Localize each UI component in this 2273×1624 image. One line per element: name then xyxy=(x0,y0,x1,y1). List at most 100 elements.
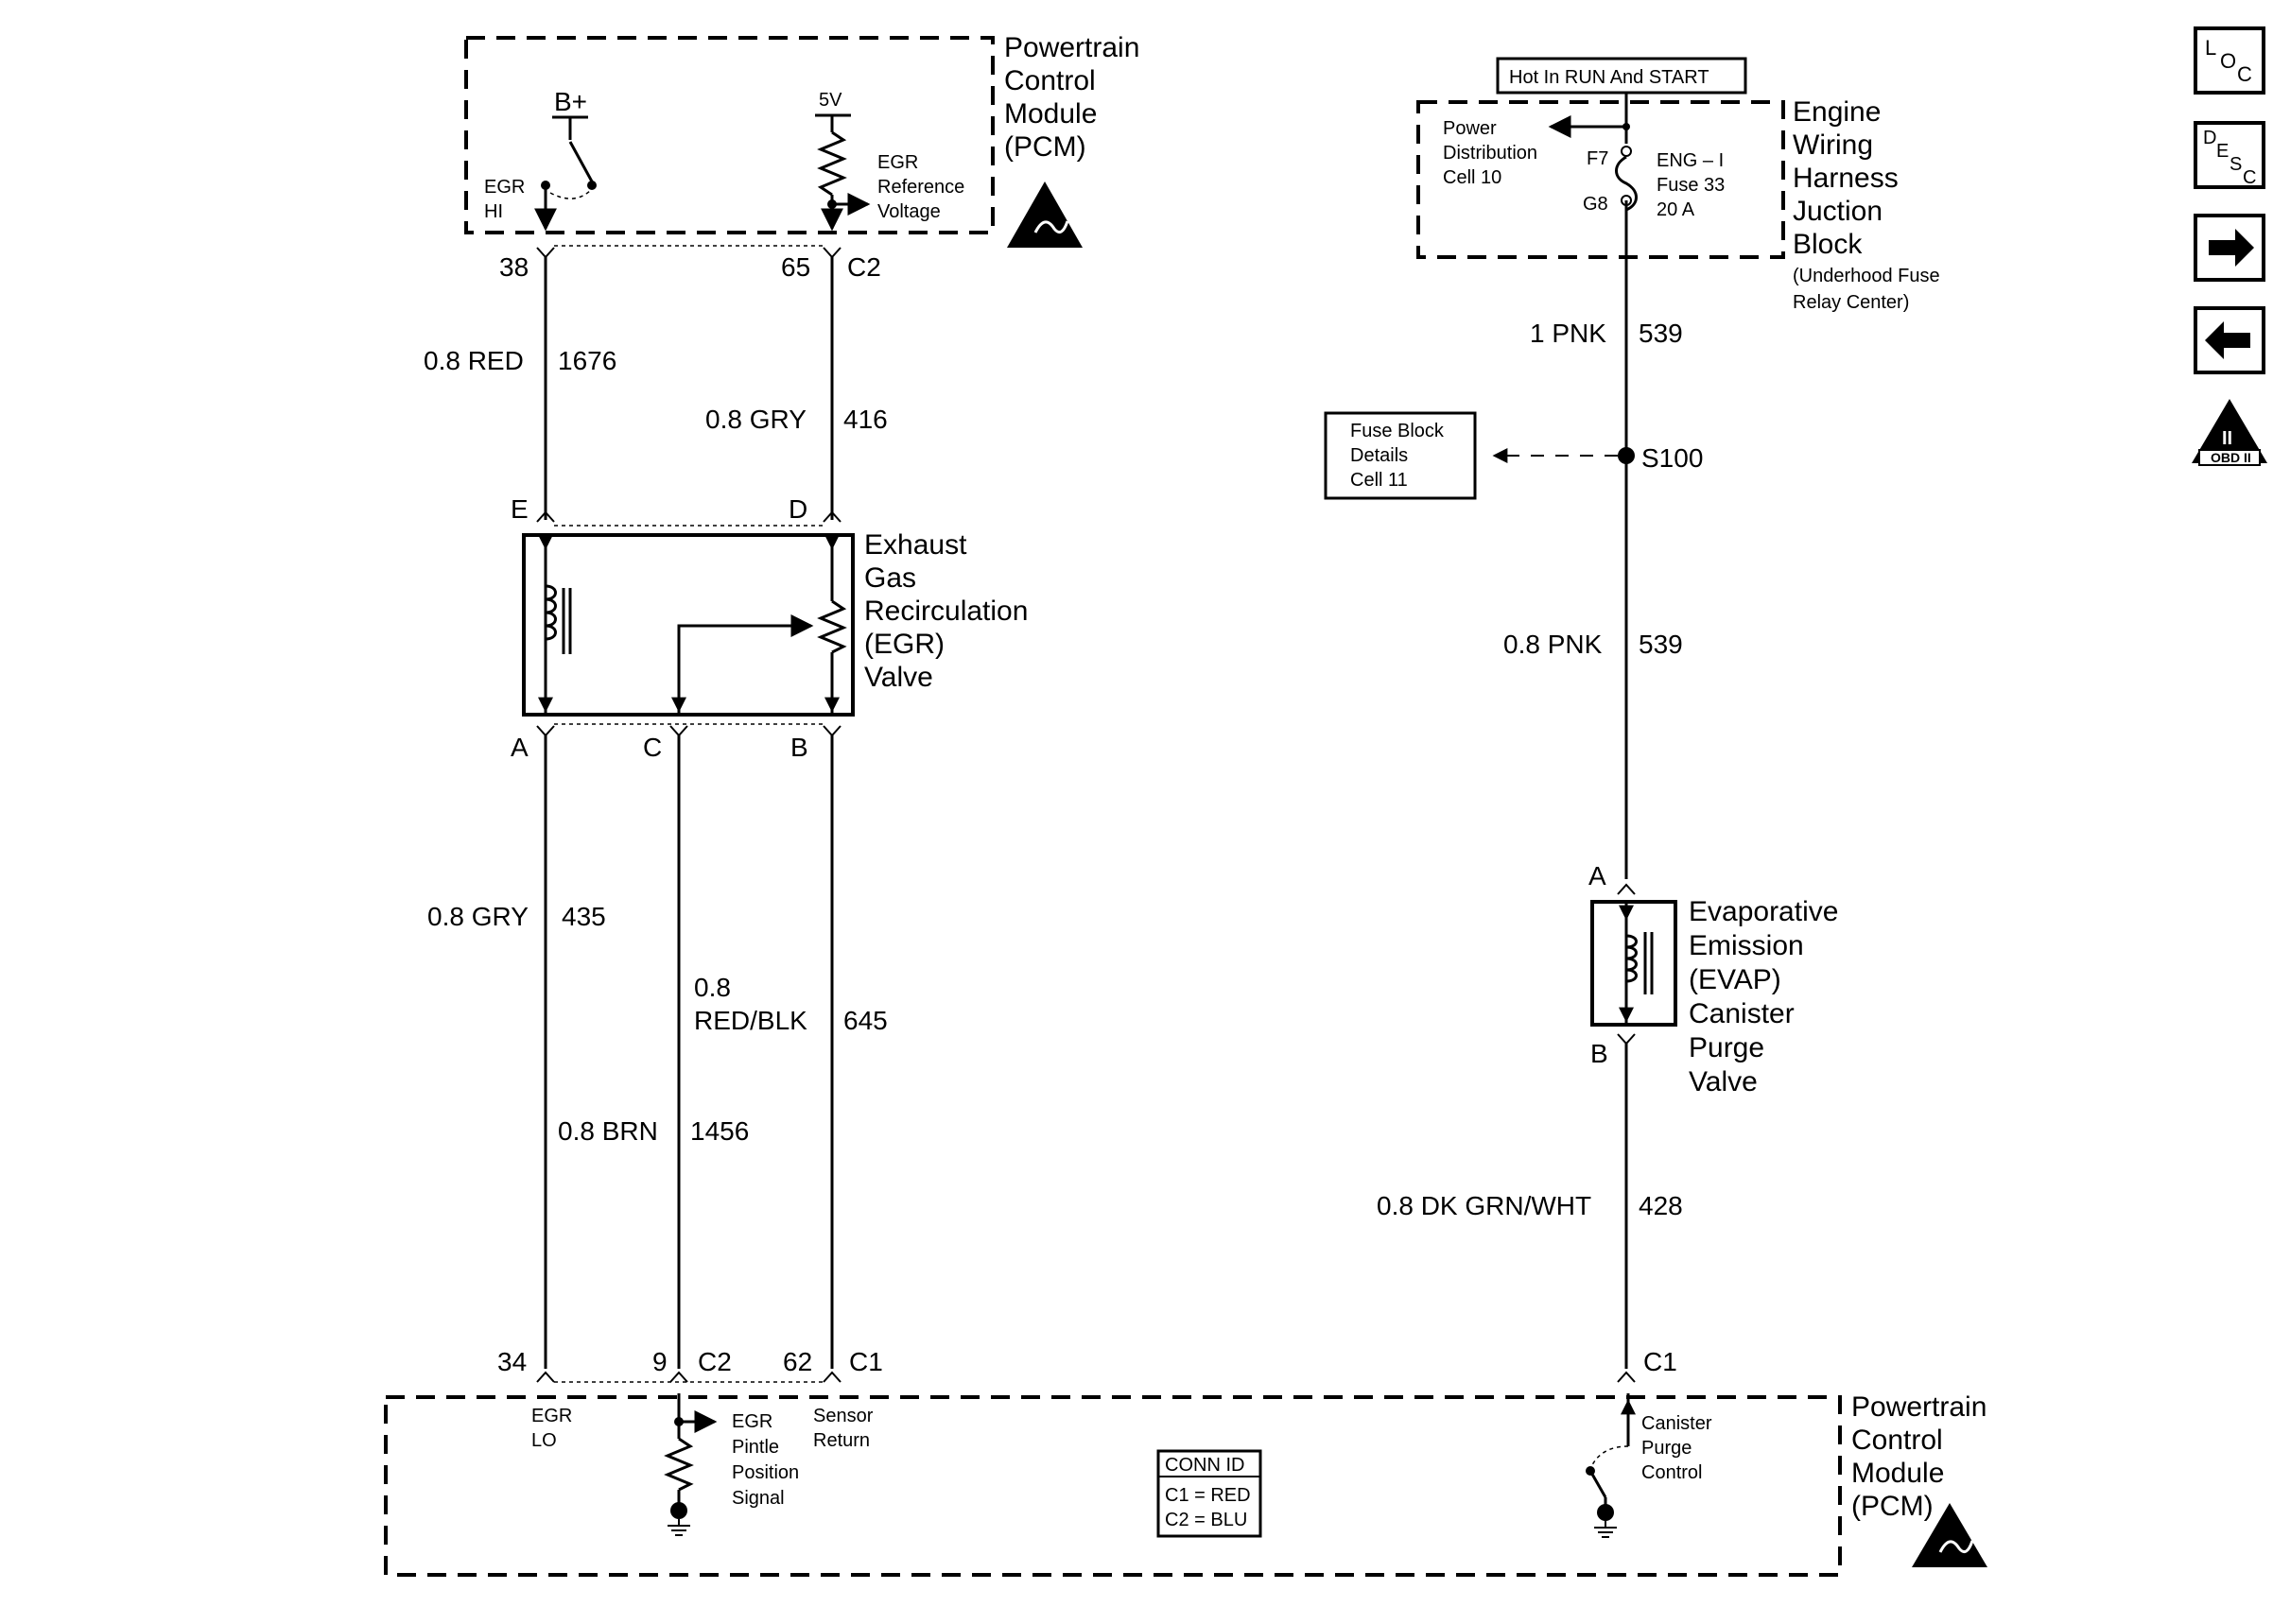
pcm-bottom-title-1: Powertrain xyxy=(1851,1391,1987,1423)
conn-id-c2: C2 = BLU xyxy=(1165,1510,1247,1530)
wire-428-circuit: 428 xyxy=(1639,1191,1683,1220)
back-button[interactable] xyxy=(2194,306,2265,374)
wire-1456-color: 0.8 BRN xyxy=(558,1116,658,1146)
arrow-left-icon xyxy=(2205,321,2250,359)
conn-c2-bottom: C2 xyxy=(698,1347,732,1376)
arrow-right-icon xyxy=(2209,229,2254,267)
pcm-top-title-3: Module xyxy=(1004,98,1097,130)
ewh-title-5: Block xyxy=(1793,229,1863,260)
pcm-bottom-connector: 34 9 C2 62 C1 xyxy=(497,1347,883,1383)
wire-539-a-circuit: 539 xyxy=(1639,319,1683,348)
loc-button[interactable]: L O C xyxy=(2194,26,2265,95)
wire-416-color: 0.8 GRY xyxy=(705,405,807,434)
egr-pin-b: B xyxy=(790,733,808,762)
desc-letter-c: C xyxy=(2243,167,2256,188)
ewh-title-6: (Underhood Fuse xyxy=(1793,266,1940,286)
loc-letter-o: O xyxy=(2220,49,2236,73)
canister-label-2: Purge xyxy=(1641,1438,1692,1459)
desc-letter-d: D xyxy=(2203,128,2216,148)
wire-645-color-2: RED/BLK xyxy=(694,1006,807,1035)
sensor-return-label-2: Return xyxy=(813,1430,870,1451)
conn-id-title: CONN ID xyxy=(1165,1455,1244,1476)
egr-hi-label-2: HI xyxy=(484,201,503,222)
obd-number: II xyxy=(2222,428,2232,449)
desc-letter-e: E xyxy=(2216,141,2229,162)
evap-title-6: Valve xyxy=(1689,1066,1758,1097)
ewh-title-7: Relay Center) xyxy=(1793,292,1909,313)
desc-button[interactable]: D E S C xyxy=(2194,121,2265,189)
fuse-label-3: 20 A xyxy=(1657,199,1695,220)
evap-pin-b: B xyxy=(1590,1039,1608,1068)
bplus-label: B+ xyxy=(554,87,587,116)
f7-label: F7 xyxy=(1587,148,1608,169)
fuse-block-label-3: Cell 11 xyxy=(1350,470,1408,491)
ewh-title-3: Harness xyxy=(1793,163,1899,194)
pin-65: 65 xyxy=(781,252,810,282)
pcm-bottom-title-4: (PCM) xyxy=(1851,1491,1934,1522)
pin-62: 62 xyxy=(783,1347,812,1376)
hot-in-run-label-box: Hot In RUN And START xyxy=(1496,57,1747,95)
egr-title-4: (EGR) xyxy=(864,629,945,660)
obd-warning-icon xyxy=(2192,399,2267,463)
wire-539-b-color: 0.8 PNK xyxy=(1503,630,1603,659)
pcm-top-title-4: (PCM) xyxy=(1004,131,1086,163)
splice-label: S100 xyxy=(1641,443,1703,473)
obd-ii-button[interactable]: II OBD II xyxy=(2192,399,2267,466)
pin-34: 34 xyxy=(497,1347,527,1376)
egr-pin-e: E xyxy=(511,494,529,524)
evap-title-5: Purge xyxy=(1689,1032,1764,1063)
esd-warning-icon-bottom xyxy=(1912,1503,1987,1567)
wire-645-color-1: 0.8 xyxy=(694,973,731,1002)
pintle-label-2: Pintle xyxy=(732,1437,779,1458)
evap-title-4: Canister xyxy=(1689,998,1795,1029)
egr-title-2: Gas xyxy=(864,562,916,594)
fuse-label-2: Fuse 33 xyxy=(1657,175,1725,196)
pcm-bottom-module: EGR LO EGR Pintle Position Signal Sensor… xyxy=(384,1391,1987,1577)
ewh-title-4: Juction xyxy=(1793,196,1883,227)
desc-letter-s: S xyxy=(2230,154,2242,175)
egr-pin-d: D xyxy=(789,494,807,524)
fuse-label-1: ENG – I xyxy=(1657,150,1724,171)
egr-lo-label-1: EGR xyxy=(531,1406,572,1426)
wire-428-color: 0.8 DK GRN/WHT xyxy=(1377,1191,1591,1220)
ewh-title-2: Wiring xyxy=(1793,130,1873,161)
egr-pin-a: A xyxy=(511,733,529,762)
pintle-label-1: EGR xyxy=(732,1411,772,1432)
pcm-top-module: Powertrain Control Module (PCM) B+ EGR H… xyxy=(464,32,1139,248)
pcm-top-title-1: Powertrain xyxy=(1004,32,1139,63)
conn-c2-top: C2 xyxy=(847,252,881,282)
pcm-top-title-2: Control xyxy=(1004,65,1096,96)
wire-645-circuit: 645 xyxy=(843,1006,888,1035)
pin-9: 9 xyxy=(652,1347,668,1376)
loc-letter-c: C xyxy=(2237,62,2252,86)
wire-435-circuit: 435 xyxy=(562,902,606,931)
wire-539-b-circuit: 539 xyxy=(1639,630,1683,659)
evap-title-2: Emission xyxy=(1689,930,1804,961)
pd-label-1: Power xyxy=(1443,118,1497,139)
splice-s100: S100 xyxy=(1492,443,1703,473)
five-v-label: 5V xyxy=(819,90,842,111)
egr-ref-label-1: EGR xyxy=(877,152,918,173)
evap-pin-a: A xyxy=(1588,861,1606,890)
conn-c1-bottom: C1 xyxy=(849,1347,883,1376)
hot-in-run-label: Hot In RUN And START xyxy=(1509,67,1709,88)
g8-label: G8 xyxy=(1583,194,1608,215)
next-button[interactable] xyxy=(2194,214,2265,282)
engine-wiring-harness-junction-block: Power Distribution Cell 10 F7 G8 ENG – I… xyxy=(1416,93,1940,313)
pd-label-3: Cell 10 xyxy=(1443,167,1501,188)
loc-letter-l: L xyxy=(2205,36,2216,60)
evap-canister-purge-valve: A B Evaporative Emission (EVAP) Canister… xyxy=(1588,861,1838,1097)
egr-hi-label-1: EGR xyxy=(484,177,525,198)
pin-45-connector xyxy=(1617,1371,1636,1383)
pcm-bottom-title-2: Control xyxy=(1851,1425,1943,1456)
egr-valve: E D A C B Exhaust Gas Recirculation (EGR… xyxy=(511,494,1028,762)
pintle-label-3: Position xyxy=(732,1462,799,1483)
fuse-block-details-box[interactable]: Fuse Block Details Cell 11 xyxy=(1324,411,1477,500)
egr-ref-label-3: Voltage xyxy=(877,201,941,222)
egr-title-3: Recirculation xyxy=(864,596,1028,627)
fuse-block-label-2: Details xyxy=(1350,445,1408,466)
sensor-return-label-1: Sensor xyxy=(813,1406,874,1426)
egr-title-5: Valve xyxy=(864,662,933,693)
pcm-bottom-title-3: Module xyxy=(1851,1458,1944,1489)
